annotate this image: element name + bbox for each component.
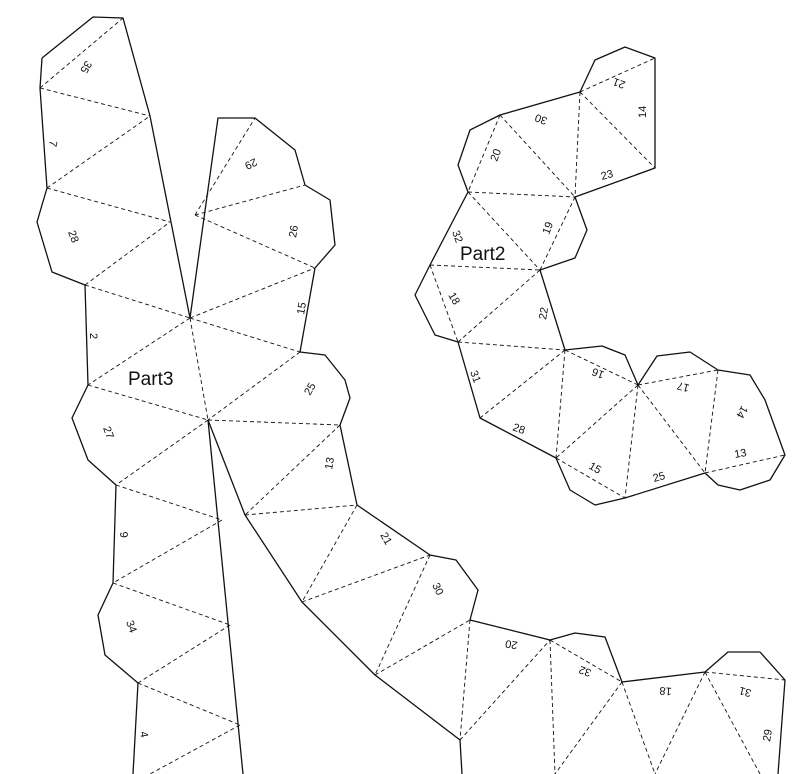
part3-label: Part3 — [128, 369, 173, 390]
part2-folds — [429, 57, 786, 499]
tab-number: 21 — [611, 75, 627, 90]
tab-number: 21 — [377, 531, 394, 548]
part2-label: Part2 — [460, 244, 505, 265]
tab-number: 32 — [577, 663, 593, 678]
tab-number: 13 — [733, 447, 747, 461]
part3-outline-left — [36, 16, 191, 774]
tab-number: 16 — [590, 365, 606, 380]
part2-net: 21 14 30 23 20 19 32 18 22 31 16 17 14 2… — [414, 46, 786, 506]
tab-number: 19 — [541, 220, 556, 236]
tab-number: 32 — [449, 229, 464, 245]
tab-number: 31 — [467, 369, 482, 385]
tab-number: 28 — [65, 229, 80, 245]
tab-number: 30 — [429, 581, 445, 597]
tab-number: 30 — [533, 111, 549, 126]
tab-number: 29 — [243, 155, 259, 171]
part3-folds — [39, 17, 786, 774]
tab-number: 35 — [77, 59, 94, 76]
tab-number: 29 — [761, 728, 775, 742]
tab-number: 25 — [652, 470, 667, 485]
tab-number: 18 — [445, 291, 462, 308]
part3-outline-strip — [207, 419, 244, 774]
part2-outline — [414, 46, 786, 506]
part3-outline-arm — [207, 419, 786, 774]
tab-number: 34 — [123, 619, 138, 635]
tab-number: 25 — [302, 381, 319, 398]
tab-number: 26 — [287, 224, 301, 238]
tab-number: 17 — [676, 379, 691, 394]
tab-number: 2 — [87, 333, 99, 339]
part3-tab-numbers: 35 7 29 28 26 15 2 25 27 13 9 21 30 34 2… — [46, 59, 775, 743]
tab-number: 14 — [733, 404, 750, 421]
tab-number: 9 — [117, 531, 129, 538]
part3-outline-spike — [189, 117, 358, 506]
tab-number: 15 — [587, 460, 604, 477]
tab-number: 22 — [537, 306, 551, 320]
tab-number: 27 — [100, 425, 115, 441]
tab-number: 13 — [323, 456, 337, 470]
part2-tab-numbers: 21 14 30 23 20 19 32 18 22 31 16 17 14 2… — [445, 75, 749, 485]
tab-number: 4 — [137, 730, 150, 738]
part3-net: 35 7 29 28 26 15 2 25 27 13 9 21 30 34 2… — [36, 16, 786, 774]
tab-number: 20 — [489, 147, 504, 163]
tab-number: 18 — [659, 684, 672, 697]
tab-number: 7 — [46, 139, 59, 147]
tab-number: 14 — [637, 106, 649, 118]
tab-number: 23 — [600, 168, 615, 183]
tab-number: 20 — [504, 637, 518, 651]
tab-number: 31 — [738, 684, 753, 699]
tab-number: 28 — [511, 422, 527, 437]
tab-number: 15 — [295, 301, 309, 315]
